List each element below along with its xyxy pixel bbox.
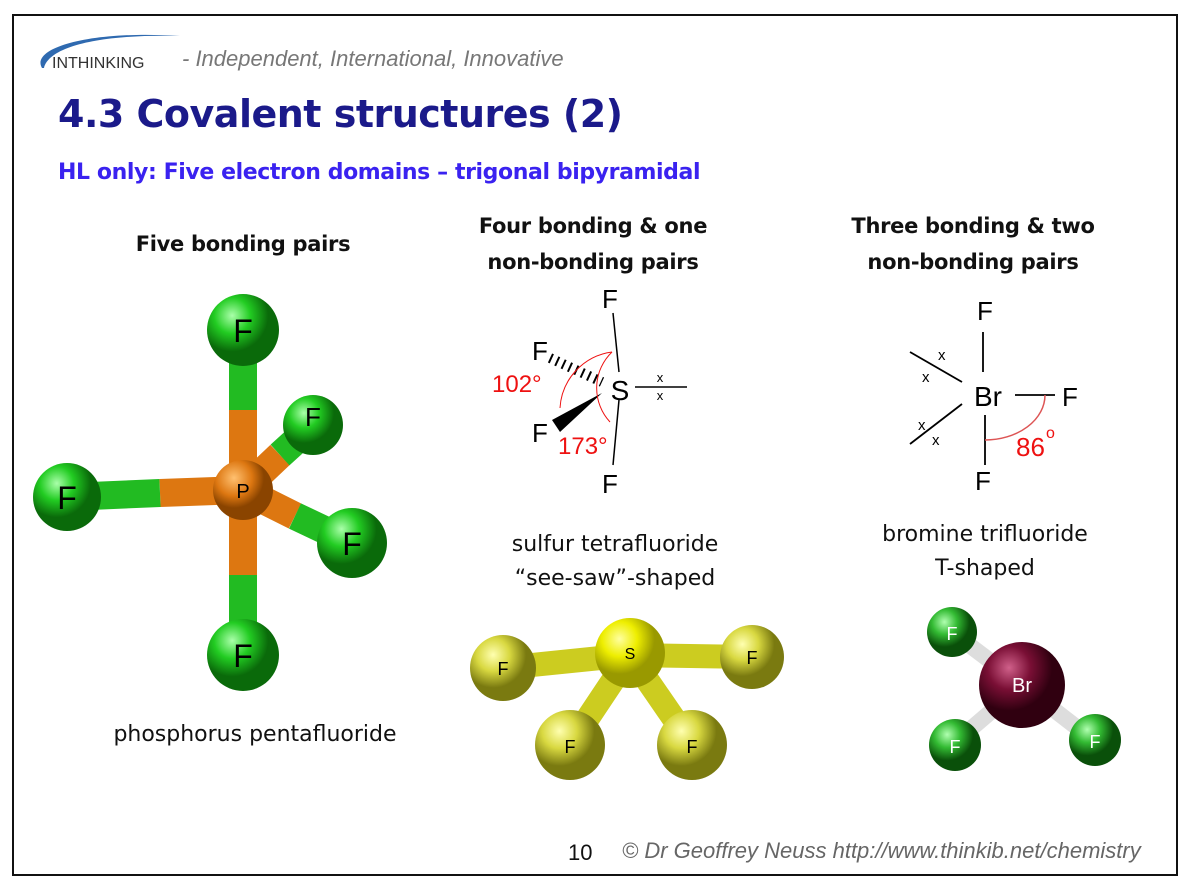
heading-line: non-bonding pairs	[867, 250, 1079, 274]
lone-pair-mark: x	[938, 347, 946, 364]
footer-credit: © Dr Geoffrey Neuss http://www.thinkib.n…	[622, 838, 1141, 863]
atom-label: P	[236, 481, 249, 503]
caption-pf5: phosphorus pentafluoride	[60, 718, 450, 752]
caption-line: T-shaped	[935, 556, 1035, 581]
brf3-structure-diagram: F Br F F x x x x 86 o	[909, 296, 1078, 496]
caption-line: “see-saw”-shaped	[514, 566, 716, 591]
atom-label: S	[611, 375, 630, 406]
atom-label: F	[233, 313, 253, 349]
heading-line: Five bonding pairs	[135, 232, 351, 256]
angle-unit: o	[1046, 425, 1055, 442]
atom-label: S	[625, 646, 636, 663]
atom-label: F	[950, 737, 961, 757]
atom-label: F	[305, 402, 321, 432]
atom-label: F	[57, 480, 77, 516]
atom-label: F	[975, 466, 991, 496]
angle-label: 102°	[492, 371, 542, 398]
caption-line: phosphorus pentafluoride	[113, 722, 397, 747]
atom-label: F	[532, 418, 548, 448]
page-number: 10	[568, 840, 593, 865]
slide-title: 4.3 Covalent structures (2)	[58, 92, 623, 136]
heading-sf4: Four bonding & one non-bonding pairs	[440, 208, 746, 280]
atom-label: F	[602, 469, 618, 499]
atom-label: F	[747, 648, 758, 668]
lone-pair-mark: x	[657, 388, 664, 403]
slide-subtitle: HL only: Five electron domains – trigona…	[58, 160, 701, 185]
atom-label: F	[602, 284, 618, 314]
caption-sf4: sulfur tetrafluoride “see-saw”-shaped	[460, 528, 770, 596]
angle-label: 86	[1016, 432, 1045, 462]
heading-pf5: Five bonding pairs	[90, 226, 396, 262]
caption-line: sulfur tetrafluoride	[511, 532, 719, 557]
sf4-ball-stick-model: F F S F F	[470, 618, 784, 780]
atom-label: F	[498, 659, 509, 679]
atom-label: Br	[1012, 675, 1032, 697]
atom-label: F	[977, 296, 993, 326]
heading-line: non-bonding pairs	[487, 250, 699, 274]
angle-label: 173°	[558, 433, 608, 460]
atom-label: Br	[974, 381, 1002, 412]
atom-label: F	[342, 526, 362, 562]
pf5-ball-stick-model: F P F F F F	[33, 294, 387, 691]
slide-frame	[12, 14, 1178, 876]
lone-pair-mark: x	[657, 370, 664, 385]
sf4-structure-diagram: F F F F S x x 102° 173°	[492, 284, 687, 499]
atom-label: F	[1062, 382, 1078, 412]
atom-label: F	[233, 638, 253, 674]
atom-label: F	[1090, 732, 1101, 752]
atom-label: F	[687, 737, 698, 757]
lone-pair-mark: x	[918, 417, 926, 434]
heading-brf3: Three bonding & two non-bonding pairs	[820, 208, 1126, 280]
heading-line: Three bonding & two	[851, 214, 1095, 238]
svg-text:INTHINKING: INTHINKING	[52, 55, 144, 72]
inthinking-logo: INTHINKING	[40, 34, 180, 72]
tagline: - Independent, International, Innovative	[182, 46, 564, 71]
lone-pair-mark: x	[922, 369, 930, 386]
heading-line: Four bonding & one	[478, 214, 708, 238]
brf3-ball-stick-model: F Br F F	[927, 607, 1121, 771]
atom-label: F	[947, 624, 958, 644]
atom-label: F	[532, 336, 548, 366]
caption-line: bromine trifluoride	[882, 522, 1088, 547]
lone-pair-mark: x	[932, 432, 940, 449]
atom-label: F	[565, 737, 576, 757]
